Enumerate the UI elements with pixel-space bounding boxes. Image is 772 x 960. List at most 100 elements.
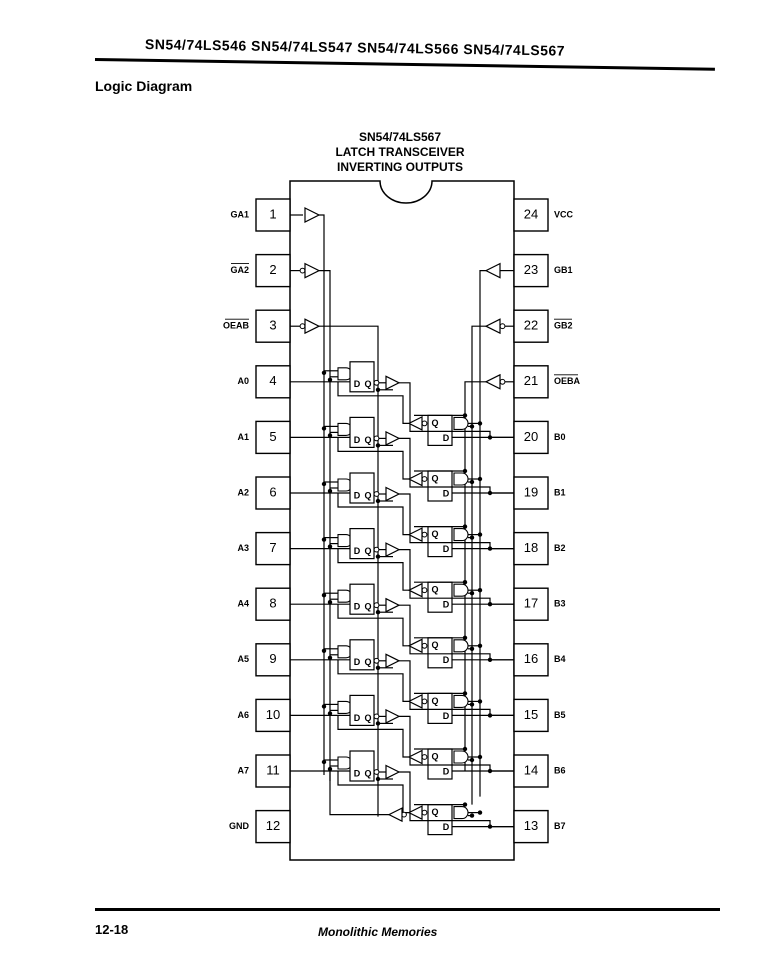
junction-dot (477, 643, 483, 648)
b-latch-box (427, 692, 453, 725)
pin-box-19 (513, 476, 549, 510)
inversion-bubble (373, 602, 380, 609)
junction-dot (477, 810, 483, 815)
inversion-bubble (421, 531, 428, 538)
inversion-bubble (373, 491, 380, 497)
latch-d-label: D (443, 711, 450, 721)
junction-dot (469, 535, 475, 540)
buffer-symbol (407, 527, 423, 543)
pin-number-23: 23 (524, 262, 538, 277)
inversion-bubble (421, 642, 428, 649)
latch-d-label: D (443, 655, 450, 665)
b-enable-gate (453, 583, 469, 597)
pin-label-b4: B4 (554, 654, 566, 664)
pin-box-13 (513, 809, 549, 844)
bit-cell-3 (337, 527, 469, 613)
latch-d-label: D (354, 713, 361, 723)
pin-number-1: 1 (269, 206, 276, 221)
latch-q-label: Q (364, 490, 371, 500)
pin-box-14 (513, 754, 549, 788)
buffer-symbol (407, 582, 423, 598)
bit-cell-2 (337, 472, 469, 558)
pin-number-16: 16 (524, 651, 538, 666)
b-to-a-wire (337, 715, 409, 758)
pin-number-15: 15 (524, 707, 538, 722)
pin-label-a3: A3 (237, 543, 249, 553)
inversion-bubble (373, 379, 380, 386)
junction-dot (469, 646, 475, 651)
latch-q-label: Q (431, 473, 438, 483)
junction-dot (469, 479, 475, 485)
junction-dot (327, 488, 333, 494)
pin-box-21 (513, 365, 549, 399)
latch-d-label: D (443, 488, 450, 498)
junction-dot (462, 413, 468, 418)
junction-dot (487, 657, 493, 662)
pin-label-b0: B0 (554, 432, 566, 442)
b-latch-box (427, 470, 453, 502)
pin-number-19: 19 (524, 484, 538, 499)
junction-dot (321, 704, 327, 709)
junction-dot (469, 702, 475, 707)
junction-dot (487, 602, 493, 607)
inversion-bubble (373, 435, 380, 442)
junction-dot (477, 476, 483, 482)
bit-cell-0 (337, 361, 469, 446)
latch-d-label: D (354, 657, 361, 667)
junction-dot (327, 655, 333, 660)
a-latch-box (349, 527, 375, 560)
junction-dot (462, 802, 468, 807)
pin-number-17: 17 (524, 596, 538, 611)
latch-d-label: D (443, 433, 450, 443)
latch-d-label: D (354, 768, 361, 778)
pin-number-13: 13 (524, 818, 538, 833)
pin-label-a2: A2 (237, 487, 249, 497)
junction-dot (462, 691, 468, 696)
buffer-symbol (385, 764, 401, 780)
pin-box-16 (513, 643, 549, 677)
junction-dot (321, 593, 327, 598)
b-to-a-wire (337, 548, 409, 591)
pin-label-a6: A6 (237, 710, 249, 720)
pin-label-b3: B3 (554, 599, 566, 609)
latch-d-label: D (354, 602, 361, 612)
a-latch-box (349, 472, 375, 504)
junction-dot (321, 481, 327, 487)
inversion-bubble (421, 809, 428, 816)
latch-q-label: Q (364, 379, 371, 389)
pin-box-24 (513, 198, 549, 232)
pin-label-oeab: OEAB (223, 321, 250, 331)
page-number: 12-18 (95, 922, 129, 937)
inversion-bubble (373, 713, 380, 720)
buffer-symbol (484, 262, 501, 279)
junction-dot (487, 768, 493, 774)
junction-dot (469, 813, 475, 818)
pin-label-gb1: GB1 (554, 265, 573, 275)
pin-label-ga2: GA2 (230, 265, 249, 275)
latch-q-label: Q (431, 751, 438, 761)
footer-rule (95, 908, 720, 911)
chip-title-function: LATCH TRANSCEIVER (335, 145, 465, 159)
pin-label-gnd: GND (229, 821, 250, 831)
buffer-symbol (385, 430, 401, 446)
pin-box-2 (255, 253, 291, 288)
pin-number-24: 24 (524, 206, 538, 221)
junction-dot (375, 610, 381, 615)
bus-oeba (464, 381, 486, 771)
pin-label-b5: B5 (554, 710, 566, 720)
pin-number-11: 11 (266, 762, 280, 777)
latch-q-label: Q (364, 768, 371, 778)
pin-label-ga1: GA1 (230, 209, 249, 219)
junction-dot (462, 524, 468, 529)
junction-dot (321, 648, 327, 653)
pin-number-21: 21 (524, 373, 538, 388)
buffer-symbol (385, 653, 401, 669)
pin-label-b6: B6 (554, 765, 566, 775)
b-enable-gate (453, 694, 469, 708)
buffer-symbol (385, 486, 401, 502)
a-latch-box (349, 583, 375, 615)
pin-number-3: 3 (269, 318, 276, 333)
junction-dot (487, 713, 493, 718)
junction-dot (462, 746, 468, 752)
